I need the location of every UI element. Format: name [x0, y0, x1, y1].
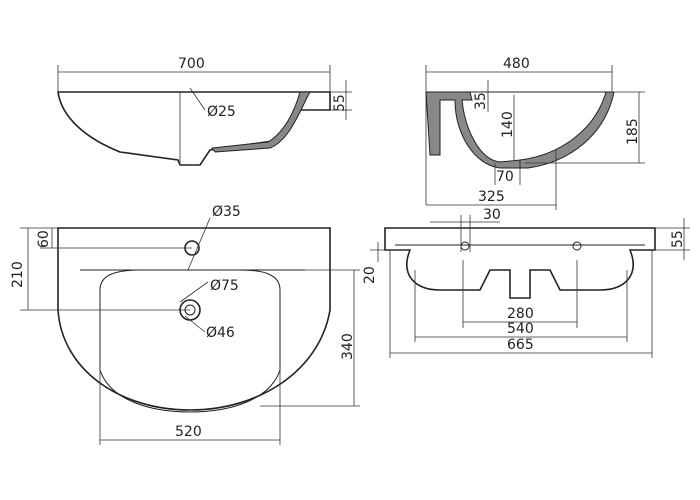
drain-46-label: Ø46 — [206, 325, 235, 341]
height-185-label: 185 — [625, 118, 641, 145]
bowl-width-520-label: 520 — [175, 424, 202, 440]
rim-55-front-label: 55 — [670, 230, 686, 248]
section-view: 480 140 35 185 70 325 — [425, 56, 645, 210]
width-700-label: 700 — [178, 56, 205, 72]
overflow-75-label: Ø75 — [210, 278, 239, 294]
front-210-label: 210 — [10, 261, 26, 288]
depth-480-label: 480 — [503, 56, 530, 72]
rim-35-label: 35 — [473, 92, 489, 110]
side-view: 700 Ø25 55 — [57, 56, 352, 166]
bowl-depth-140-label: 140 — [500, 111, 516, 138]
tap-hole-35-label: Ø35 — [212, 204, 241, 220]
pedestal-280-label: 280 — [507, 306, 534, 322]
total-665-label: 665 — [507, 337, 534, 353]
bowl-340-label: 340 — [340, 333, 356, 360]
drain-25-label: Ø25 — [207, 104, 236, 120]
tap-offset-60-label: 60 — [36, 230, 52, 248]
offset-325-label: 325 — [478, 189, 505, 205]
top-view: Ø35 60 210 Ø75 Ø46 340 520 — [10, 204, 360, 445]
bowl-540-label: 540 — [507, 321, 534, 337]
drain-70-label: 70 — [496, 169, 514, 185]
tap-width-30-label: 30 — [483, 207, 501, 223]
rim-55-label: 55 — [332, 94, 348, 112]
front-view: 30 55 20 280 540 665 — [362, 207, 690, 358]
drop-20-label: 20 — [362, 266, 378, 284]
